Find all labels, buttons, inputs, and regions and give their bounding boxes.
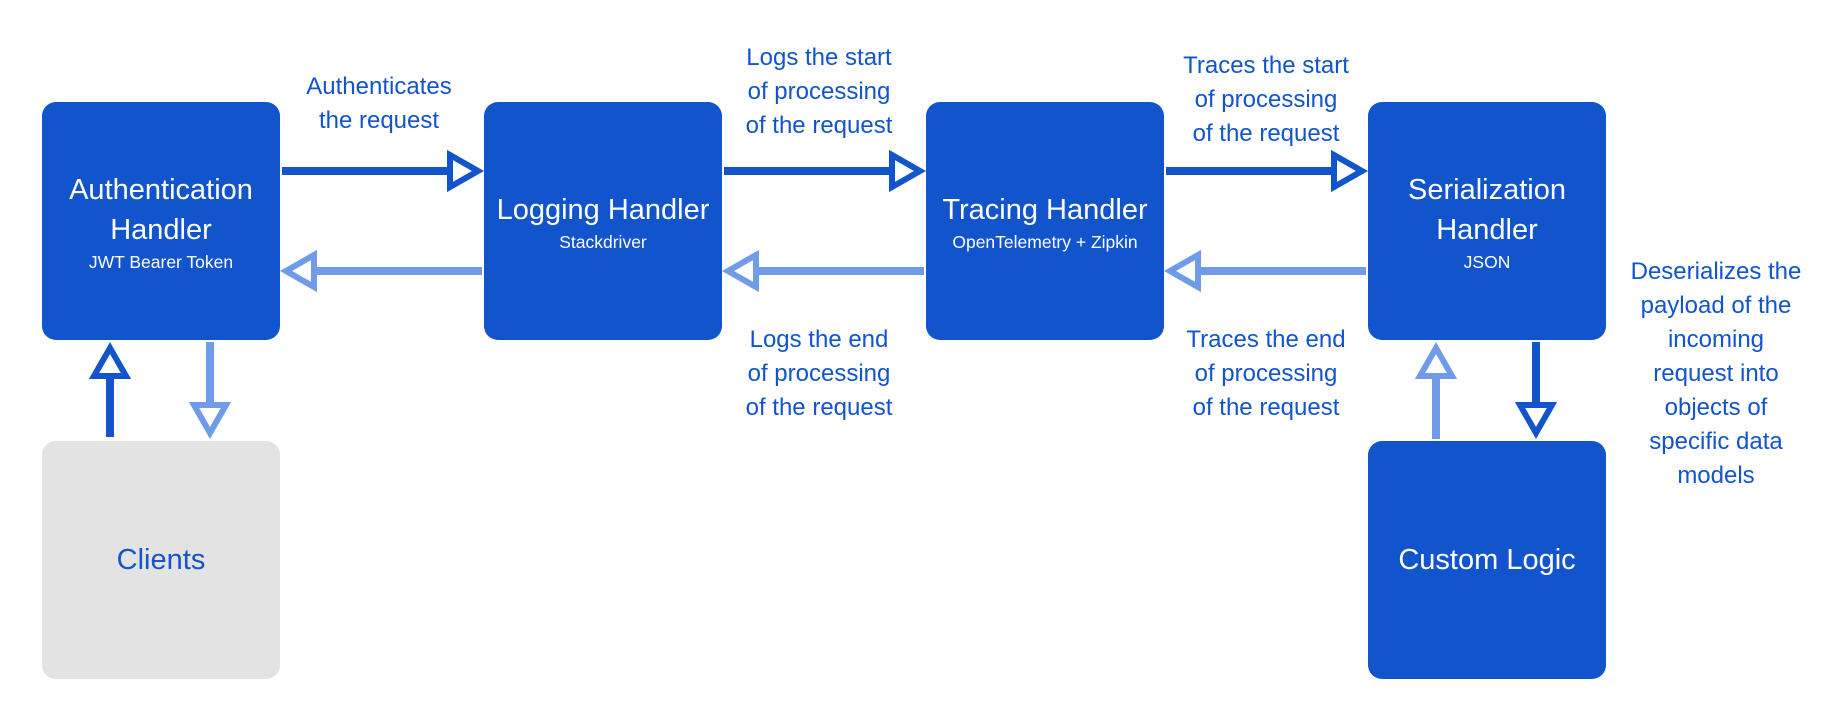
label-logs-end: Logs the end of processing of the reques…	[745, 326, 893, 421]
authentication-handler-node: Authentication Handler JWT Bearer Token	[42, 102, 280, 340]
logging-handler-subtitle: Stackdriver	[559, 231, 647, 252]
custom-logic-title: Custom Logic	[1398, 544, 1576, 576]
custom-logic-node: Custom Logic	[1368, 441, 1606, 679]
label-authenticates: Authenticates the request	[306, 73, 452, 134]
arrow-clients-to-auth	[88, 341, 132, 437]
arrow-tracing-to-serialization	[1166, 149, 1369, 193]
arrow-custom-to-serialization	[1414, 341, 1458, 439]
serialization-handler-subtitle: JSON	[1463, 251, 1511, 272]
tracing-handler-title: Tracing Handler	[942, 193, 1148, 226]
authentication-handler-title: Authentication Handler	[69, 173, 253, 246]
clients-title: Clients	[116, 544, 206, 576]
arrow-logging-to-tracing	[724, 149, 927, 193]
arrow-auth-to-clients	[188, 342, 232, 440]
serialization-handler-node: Serialization Handler JSON	[1368, 102, 1606, 340]
clients-node: Clients	[42, 441, 280, 679]
logging-handler-node: Logging Handler Stackdriver	[484, 102, 722, 340]
arrow-logging-to-auth	[279, 249, 482, 293]
arrow-serialization-to-custom	[1514, 342, 1558, 440]
logging-handler-title: Logging Handler	[496, 193, 710, 226]
label-traces-end: Traces the end of processing of the requ…	[1186, 326, 1346, 421]
authentication-handler-subtitle: JWT Bearer Token	[88, 251, 234, 272]
arrow-auth-to-logging	[282, 149, 485, 193]
label-logs-start: Logs the start of processing of the requ…	[745, 44, 893, 139]
arrow-serialization-to-tracing	[1163, 249, 1366, 293]
tracing-handler-subtitle: OpenTelemetry + Zipkin	[952, 231, 1138, 252]
label-deserializes: Deserializes the payload of the incoming…	[1630, 258, 1802, 489]
arrow-tracing-to-logging	[721, 249, 924, 293]
tracing-handler-node: Tracing Handler OpenTelemetry + Zipkin	[926, 102, 1164, 340]
label-traces-start: Traces the start of processing of the re…	[1183, 52, 1349, 147]
serialization-handler-title: Serialization Handler	[1408, 173, 1566, 246]
